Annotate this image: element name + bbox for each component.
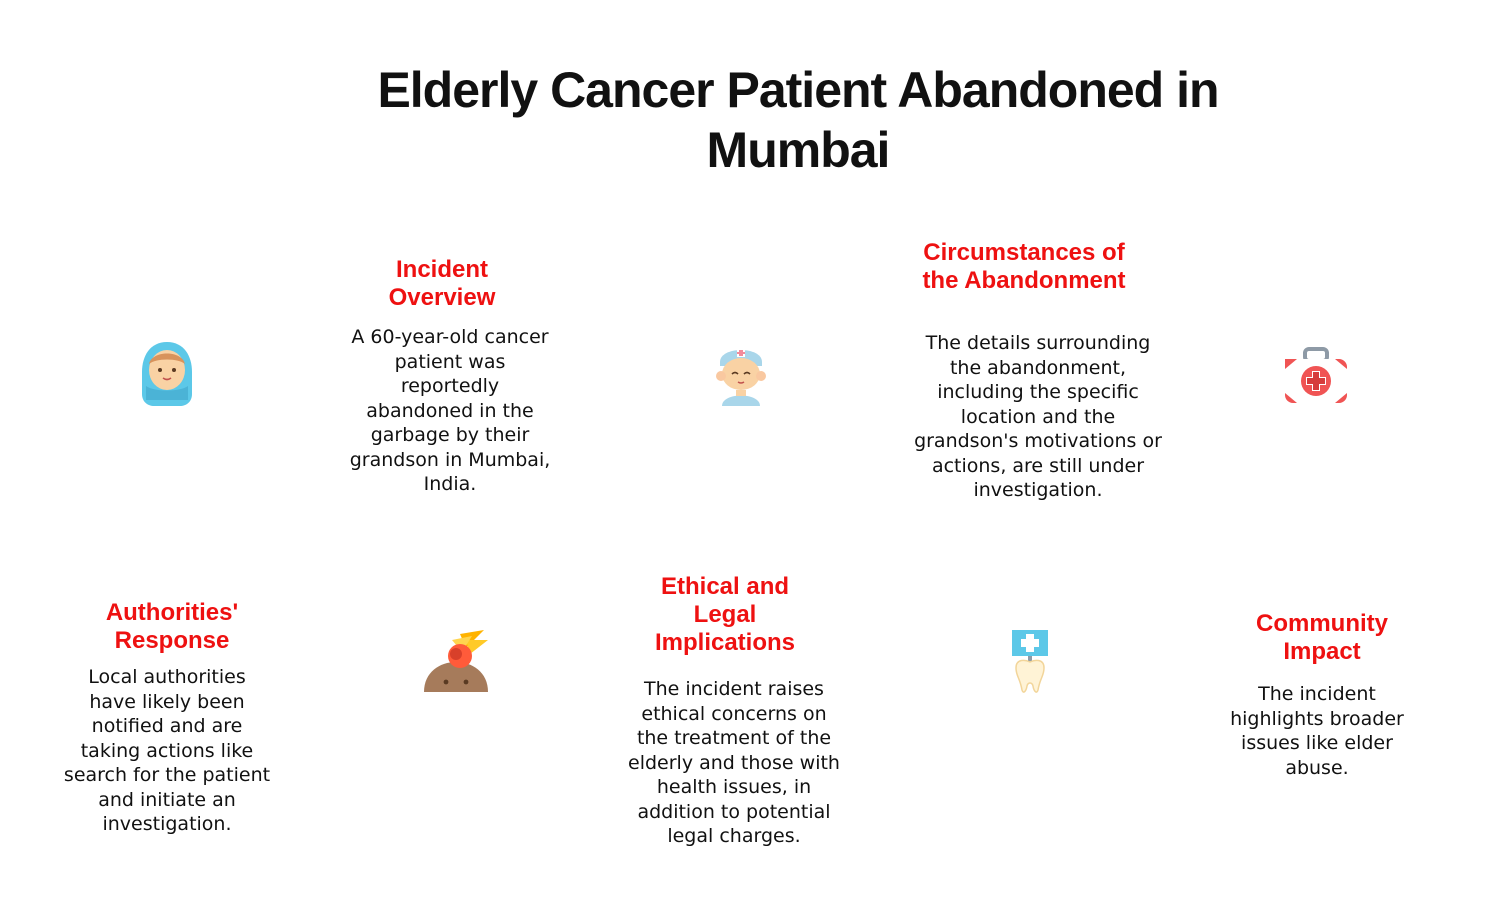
community-impact-heading: Community Impact	[1256, 610, 1388, 665]
circumstances-heading: Circumstances of the Abandonment	[922, 239, 1126, 294]
authorities-response-heading: Authorities' Response	[105, 599, 239, 654]
authorities-response-text: Local authorities have likely been notif…	[63, 666, 271, 835]
ethical-legal-heading: Ethical and Legal Implications	[654, 573, 796, 656]
baby-icon	[140, 340, 194, 408]
incident-overview-text: A 60-year-old cancer patient was reporte…	[349, 326, 551, 495]
circumstances-text: The details surrounding the abandonment,…	[914, 332, 1162, 501]
meteor-icon	[422, 628, 490, 694]
community-impact-text: The incident highlights broader issues l…	[1230, 683, 1404, 779]
nurse-icon	[712, 340, 770, 406]
first-aid-kit-icon	[1283, 347, 1349, 405]
tooth-sign-icon	[1010, 628, 1050, 694]
ethical-legal-text: The incident raises ethical concerns on …	[628, 678, 840, 847]
incident-overview-heading: Incident Overview	[388, 256, 496, 311]
page-title: Elderly Cancer Patient Abandoned in Mumb…	[377, 62, 1219, 178]
